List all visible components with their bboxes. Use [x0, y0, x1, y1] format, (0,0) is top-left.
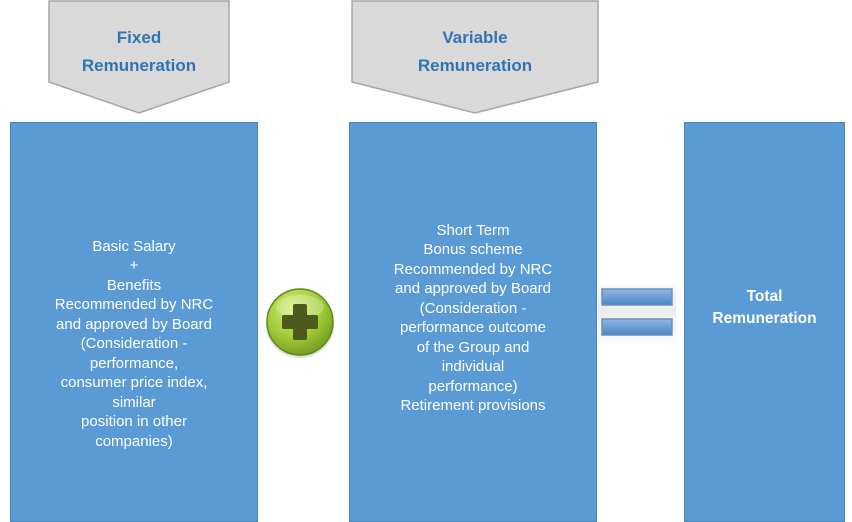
fixed-remuneration-details: Basic Salary + Benefits Recommended by N… [54, 237, 214, 450]
fixed-remuneration-box: Basic Salary + Benefits Recommended by N… [10, 122, 258, 522]
total-remuneration-title: Total Remuneration [712, 288, 817, 327]
equals-icon [598, 265, 676, 355]
total-remuneration-box: Total Remuneration [684, 122, 845, 522]
variable-remuneration-box: Short Term Bonus scheme Recommended by N… [349, 122, 597, 522]
variable-remuneration-header: Variable Remuneration [351, 0, 599, 115]
variable-remuneration-details: Short Term Bonus scheme Recommended by N… [393, 221, 553, 415]
plus-circle-icon [262, 285, 338, 361]
chevron-shape [351, 0, 599, 114]
variable-remuneration-title: Variable Remuneration [417, 28, 533, 75]
fixed-remuneration-header: Fixed Remuneration [48, 0, 230, 115]
chevron-shape [48, 0, 230, 114]
fixed-remuneration-title: Fixed Remuneration [81, 28, 197, 75]
